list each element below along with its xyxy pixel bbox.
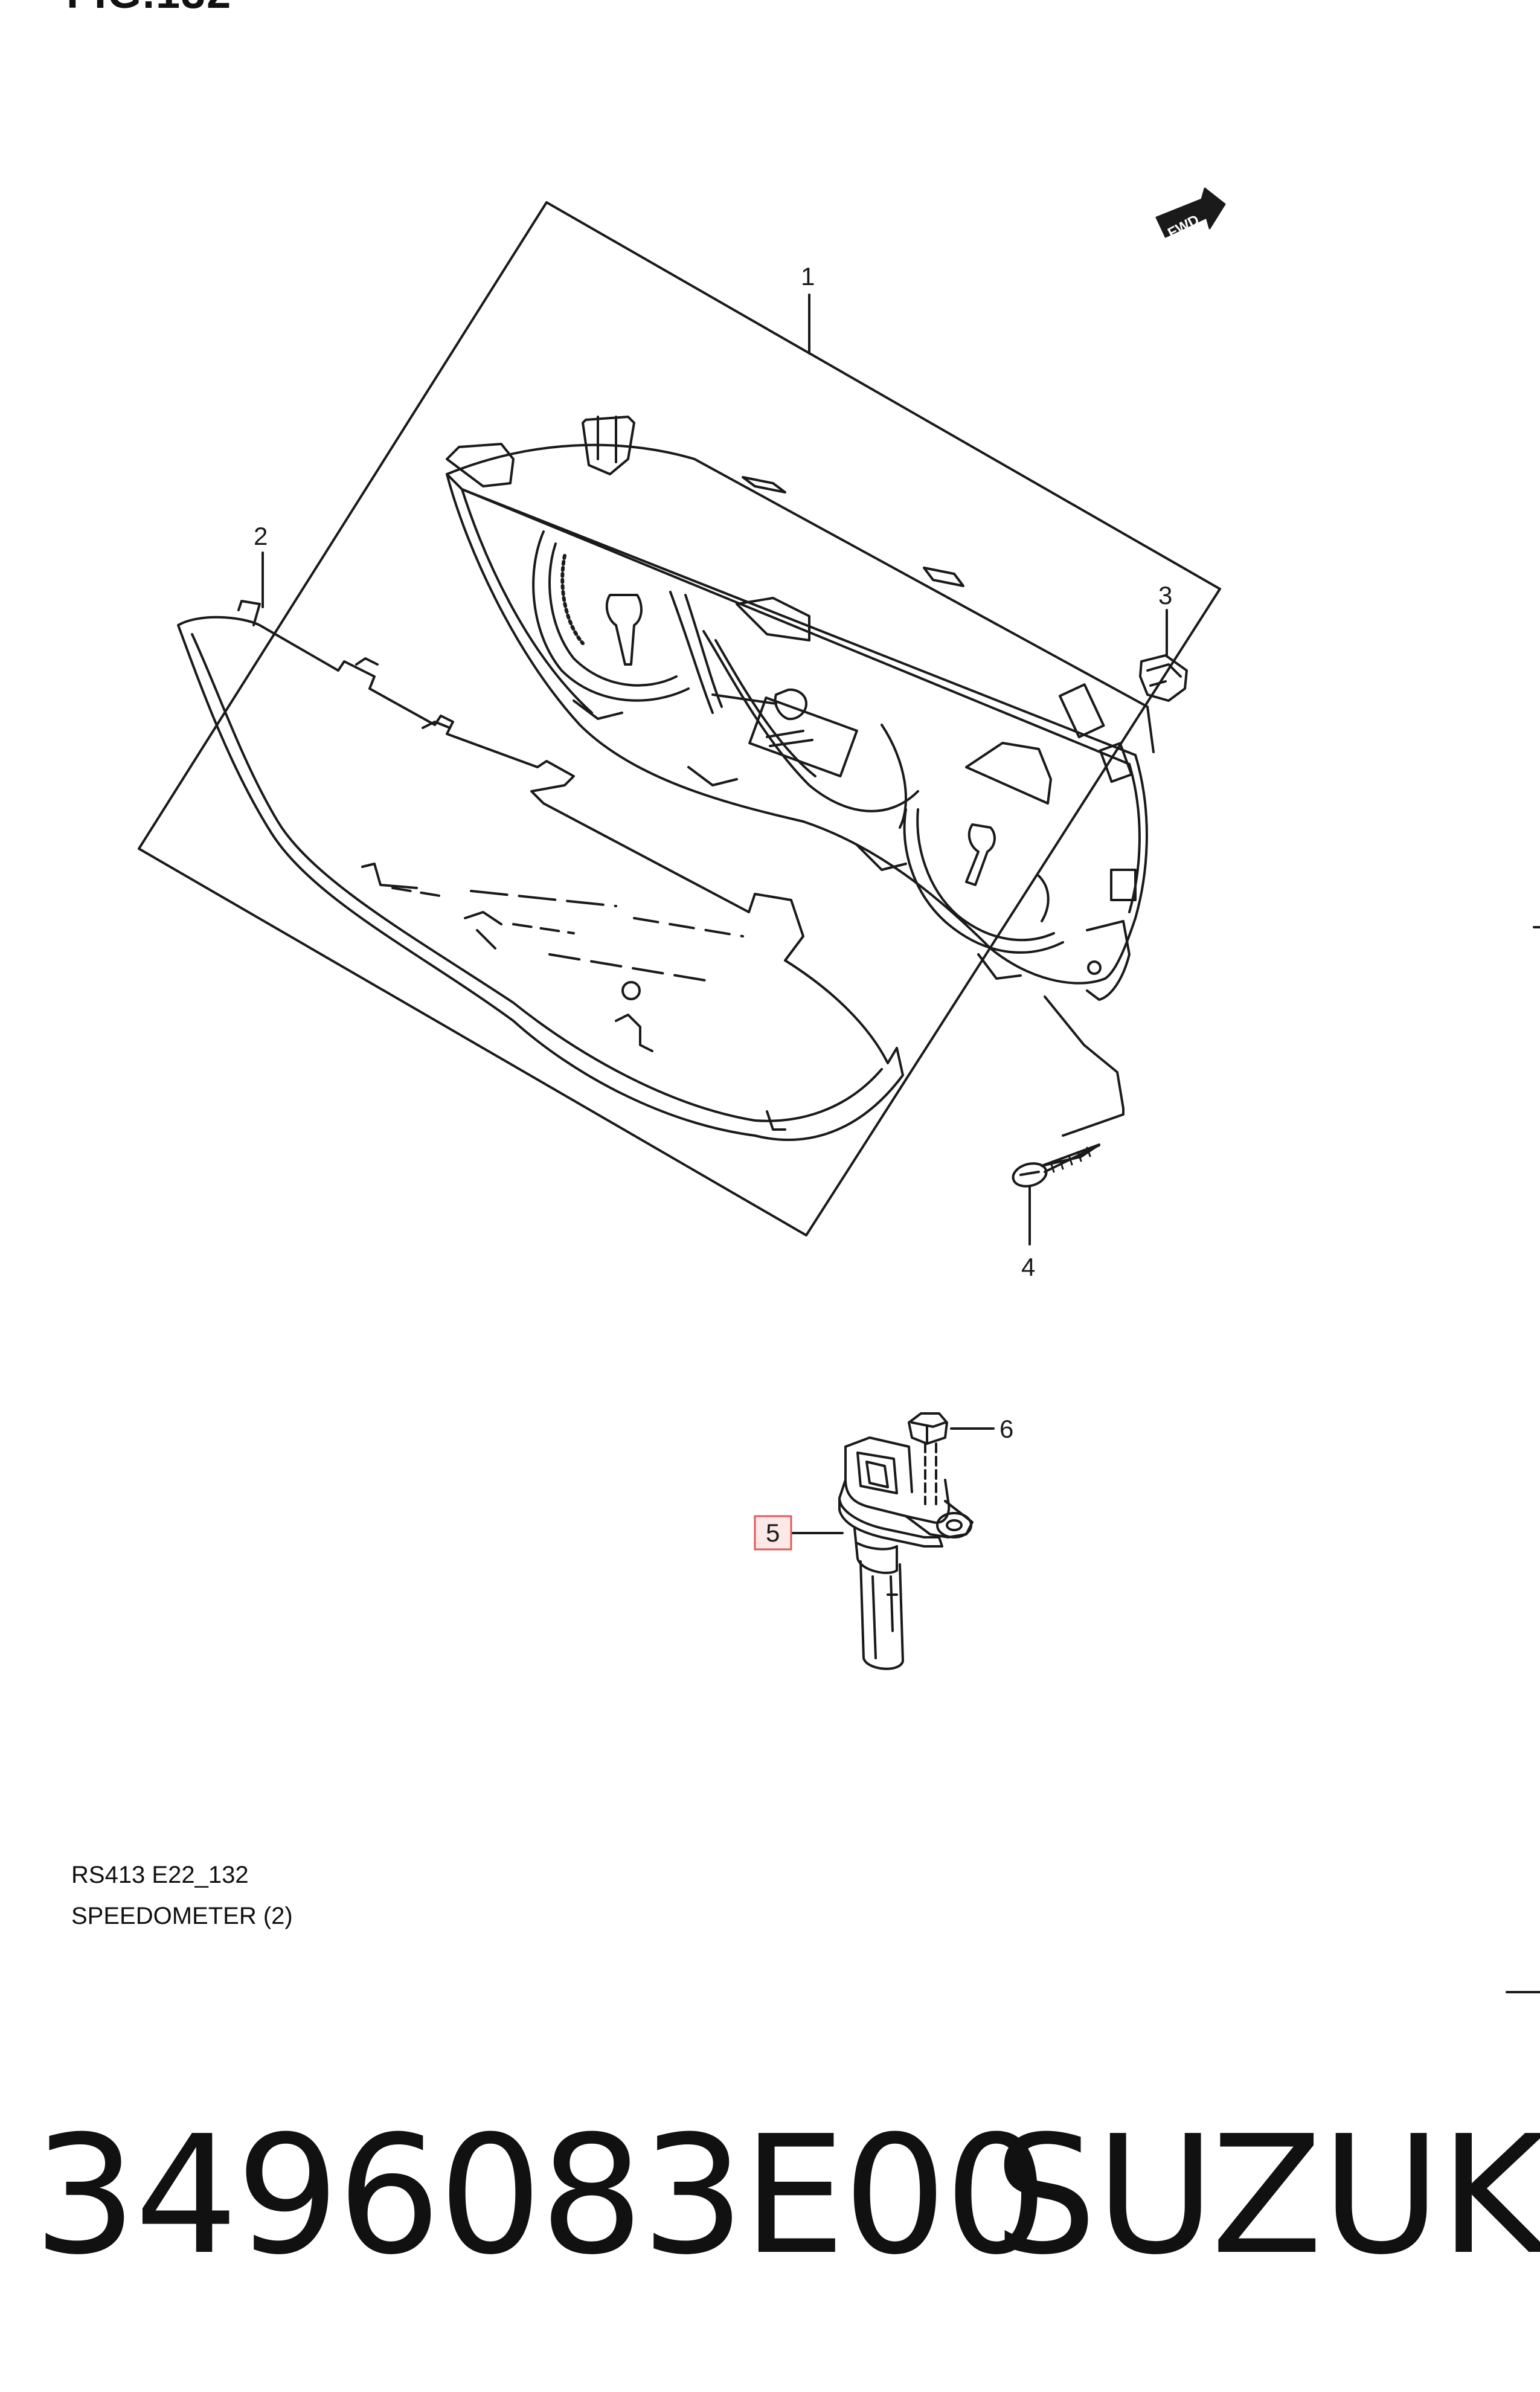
exploded-parts-diagram: 1 2 3 4 6 5 FWD: [138, 187, 1540, 1993]
figure-title: FIG.132: [66, 0, 232, 18]
clip-nut-drawing: [1139, 609, 1188, 702]
model-code: RS413 E22_132: [71, 1862, 249, 1888]
callout-5-highlight-box[interactable]: [754, 1515, 792, 1551]
meter-cluster-drawing: [446, 416, 1155, 1001]
brand-name: SUZUKI: [993, 2100, 1540, 2291]
fwd-arrow-icon: [1155, 187, 1226, 238]
section-name: SPEEDOMETER (2): [71, 1903, 293, 1929]
speed-sensor-drawing: [838, 1436, 974, 1670]
callout-6-label: 6: [999, 1415, 1013, 1443]
tapping-screw-drawing: [1012, 1143, 1100, 1246]
part-number: 3496083E00: [33, 2100, 1048, 2291]
callout-5-label[interactable]: 5: [766, 1519, 780, 1547]
screw-leader: [1044, 995, 1125, 1137]
callout-4-label: 4: [1021, 1253, 1035, 1281]
bolt-drawing: [908, 1412, 995, 1505]
callout-2-label: 2: [254, 522, 268, 550]
meter-cover-drawing: [177, 600, 904, 1141]
footer-band: [0, 1993, 1540, 2392]
callout-1-label: 1: [801, 262, 815, 291]
callout-3-label: 3: [1158, 581, 1172, 609]
assembly-outline: [138, 201, 1221, 1236]
